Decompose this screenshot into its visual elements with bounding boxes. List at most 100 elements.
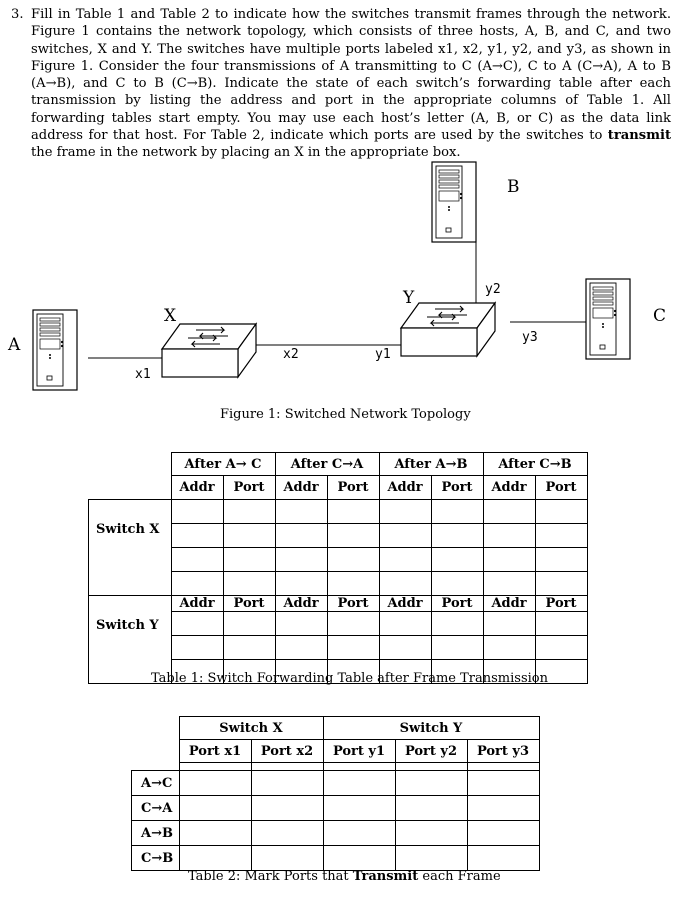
t2-cell[interactable] [178,820,252,846]
t2-cell[interactable] [250,820,324,846]
t1-cell[interactable] [534,634,588,660]
t1-cell[interactable] [274,498,328,524]
t1-cell[interactable] [274,634,328,660]
t2-cell[interactable] [250,795,324,821]
t2-row-c-b: C→B [131,845,180,871]
t1-cell[interactable] [326,634,380,660]
t1-cell[interactable] [170,634,224,660]
t1-cell[interactable] [170,546,224,572]
t2-cell[interactable] [178,770,252,796]
t2-row: C→B [131,845,540,871]
t1-cell[interactable] [274,570,328,596]
t2-cell[interactable] [322,820,396,846]
t1-cell[interactable] [222,634,276,660]
t1-cell[interactable] [430,522,484,548]
t2-cell[interactable] [394,845,468,871]
t1-port-header: Port [534,475,588,500]
t1-cell[interactable] [430,658,484,684]
t1-addr-header: Addr [170,594,224,612]
t1-port-header: Port [222,475,276,500]
t1-switch-x-label: Switch X [88,498,172,596]
t2-cell[interactable] [178,845,252,871]
t1-cell[interactable] [378,658,432,684]
ports-transmit-table: Switch X Switch Y Port x1 Port x2 Port y… [131,716,540,871]
t1-cell[interactable] [378,634,432,660]
t1-cell[interactable] [222,658,276,684]
t1-cell[interactable] [326,610,380,636]
t1-cell[interactable] [534,546,588,572]
host-a-label: A [7,335,21,355]
port-y1-label: y1 [375,347,391,362]
t1-cell[interactable] [274,658,328,684]
t1-cell[interactable] [534,610,588,636]
t1-cell[interactable] [222,570,276,596]
t1-cell[interactable] [170,522,224,548]
t1-cell[interactable] [482,658,536,684]
t1-group-1: After A→ C [170,452,276,476]
t2-cell[interactable] [250,770,324,796]
t1-cell[interactable] [274,610,328,636]
t1-cell[interactable] [482,522,536,548]
t1-port-header: Port [534,594,588,612]
t1-cell[interactable] [482,610,536,636]
t1-cell[interactable] [326,522,380,548]
t2-cell[interactable] [394,770,468,796]
t1-cell[interactable] [378,570,432,596]
t2-cell[interactable] [322,795,396,821]
table2-caption: Table 2: Mark Ports that Transmit each F… [188,869,501,884]
t2-cell[interactable] [466,845,540,871]
t1-cell[interactable] [430,498,484,524]
t1-cell[interactable] [482,634,536,660]
t1-cell[interactable] [482,570,536,596]
t1-cell[interactable] [534,498,588,524]
t1-cell[interactable] [222,498,276,524]
t2-row-a-b: A→B [131,820,180,846]
t1-cell[interactable] [430,610,484,636]
t2-cell[interactable] [322,770,396,796]
t2-cell[interactable] [178,795,252,821]
t2-row-a-c: A→C [131,770,180,796]
t2-cell[interactable] [466,795,540,821]
t1-cell[interactable] [378,522,432,548]
t1-cell[interactable] [326,570,380,596]
t2-cell[interactable] [322,845,396,871]
t1-cell[interactable] [430,634,484,660]
t2-cell[interactable] [466,770,540,796]
t2-switch-y-header: Switch Y [322,716,540,740]
t1-cell[interactable] [170,498,224,524]
t1-cell[interactable] [222,610,276,636]
t2-row-c-a: C→A [131,795,180,821]
t1-cell[interactable] [222,546,276,572]
t1-cell[interactable] [534,570,588,596]
t1-addr-header: Addr [482,475,536,500]
t1-cell[interactable] [274,522,328,548]
t1-cell[interactable] [170,570,224,596]
t2-cell[interactable] [394,820,468,846]
t1-cell[interactable] [430,546,484,572]
t1-cell[interactable] [170,610,224,636]
t2-cell[interactable] [250,845,324,871]
t1-cell[interactable] [274,546,328,572]
t1-cell[interactable] [378,498,432,524]
t2-cell[interactable] [394,795,468,821]
t2-col-port-y2: Port y2 [394,739,468,763]
host-c-server-icon [585,278,631,360]
table1-caption: Table 1: Switch Forwarding Table after F… [151,671,548,686]
t1-port-header: Port [326,475,380,500]
t1-cell[interactable] [378,546,432,572]
t1-cell[interactable] [430,570,484,596]
host-a-server-icon [32,309,78,391]
t1-cell[interactable] [534,658,588,684]
t1-group-4: After C→B [482,452,588,476]
t1-cell[interactable] [378,610,432,636]
t1-addr-header: Addr [482,594,536,612]
t1-cell[interactable] [222,522,276,548]
t2-col-port-x1: Port x1 [178,739,252,763]
t1-cell[interactable] [534,522,588,548]
t1-cell[interactable] [326,546,380,572]
t2-cell[interactable] [466,820,540,846]
t1-cell[interactable] [482,546,536,572]
t1-cell[interactable] [326,498,380,524]
t1-cell[interactable] [326,658,380,684]
t1-cell[interactable] [482,498,536,524]
